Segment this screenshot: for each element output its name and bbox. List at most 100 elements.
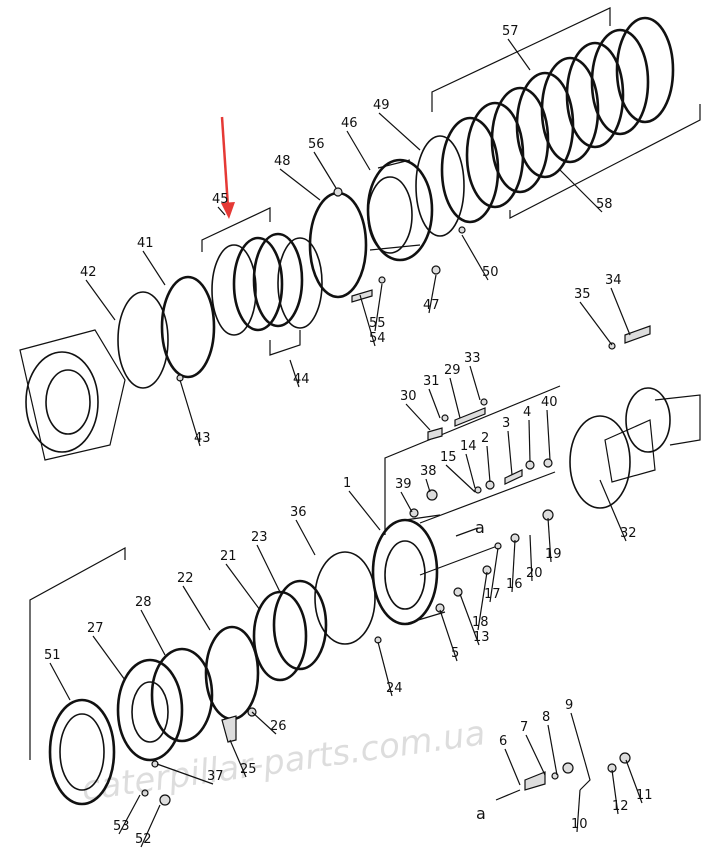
connector-label-a: a: [476, 804, 486, 823]
part-label-3: 3: [502, 416, 510, 431]
part-label-26: 26: [270, 719, 287, 734]
leader-line: [459, 593, 480, 646]
gear-ring-51: [29, 546, 126, 806]
part-label-27: 27: [87, 621, 104, 636]
part-label-16: 16: [506, 577, 523, 592]
part-label-48: 48: [274, 154, 291, 169]
leader-line: [313, 151, 337, 189]
part-label-44: 44: [293, 372, 310, 387]
part-label-51: 51: [44, 648, 61, 663]
part-label-8: 8: [542, 710, 550, 725]
housing-1: [371, 385, 561, 626]
part-label-29: 29: [444, 363, 461, 378]
part-label-21: 21: [220, 549, 237, 564]
shaft-flange-right: [604, 387, 701, 483]
part-label-13: 13: [473, 630, 490, 645]
ring-22: [204, 625, 260, 721]
leader-line: [579, 301, 613, 346]
housing-left: [19, 329, 126, 461]
leader-line: [289, 359, 300, 388]
leader-line: [507, 430, 513, 476]
leader-line: [525, 734, 546, 776]
leader-line: [528, 419, 531, 463]
part-label-33: 33: [464, 351, 481, 366]
part-label-23: 23: [251, 530, 268, 545]
leader-line: [346, 130, 371, 171]
part-label-41: 41: [137, 236, 154, 251]
part-label-9: 9: [565, 698, 573, 713]
leader-line: [559, 169, 603, 213]
part-label-20: 20: [526, 566, 543, 581]
part-label-24: 24: [386, 681, 403, 696]
leader-line: [85, 279, 116, 321]
part-label-36: 36: [290, 505, 307, 520]
leader-line: [229, 739, 247, 778]
part-label-30: 30: [400, 389, 417, 404]
leader-line: [428, 274, 437, 314]
part-label-25: 25: [240, 762, 257, 777]
part-label-32: 32: [620, 526, 637, 541]
part-label-58: 58: [596, 197, 613, 212]
leader-line: [546, 409, 551, 461]
part-label-4: 4: [523, 405, 531, 420]
part-label-6: 6: [499, 734, 507, 749]
leader-line: [576, 789, 581, 833]
leader-line: [547, 724, 558, 776]
seal-ring-42: [117, 291, 169, 389]
part-label-38: 38: [420, 464, 437, 479]
part-label-49: 49: [373, 98, 390, 113]
part-label-42: 42: [80, 265, 97, 280]
connector-label-a: a: [475, 518, 485, 537]
leader-line: [439, 609, 458, 662]
leader-line: [428, 388, 441, 419]
part-label-15: 15: [440, 450, 457, 465]
part-label-14: 14: [460, 439, 477, 454]
part-label-10: 10: [571, 817, 588, 832]
part-label-54: 54: [369, 331, 386, 346]
part-label-31: 31: [423, 374, 440, 389]
highlight-arrow-shaft: [220, 116, 230, 208]
leader-line: [295, 519, 316, 556]
leader-line: [251, 711, 277, 735]
part-label-52: 52: [135, 832, 152, 847]
part-label-43: 43: [194, 431, 211, 446]
part-label-35: 35: [574, 287, 591, 302]
part-drawings: [19, 7, 701, 806]
part-label-22: 22: [177, 571, 194, 586]
leader-line: [225, 563, 261, 611]
leader-line: [570, 712, 586, 763]
leader-line: [477, 571, 488, 631]
leader-line: [182, 585, 211, 631]
part-label-12: 12: [612, 799, 629, 814]
part-label-50: 50: [482, 265, 499, 280]
highlight-arrow-head: [221, 202, 235, 219]
leader-line: [49, 662, 71, 701]
part-label-28: 28: [135, 595, 152, 610]
seal-ring-49: [415, 135, 465, 237]
leader-line: [279, 168, 321, 201]
leader-line: [400, 491, 413, 513]
leader-line: [599, 479, 627, 542]
seal-group-45: [201, 207, 323, 356]
part-label-1: 1: [343, 476, 351, 491]
leader-line: [348, 490, 381, 531]
part-label-55: 55: [369, 316, 386, 331]
part-label-46: 46: [341, 116, 358, 131]
leader-line: [511, 539, 516, 593]
part-label-37: 37: [207, 769, 224, 784]
leader-line: [425, 478, 431, 493]
part-labels: 5749465648454142585047555444433435332931…: [44, 24, 653, 848]
leader-line: [256, 544, 281, 593]
part-label-5: 5: [451, 646, 459, 661]
piston-46: [366, 158, 434, 262]
leader-line: [377, 641, 393, 697]
part-label-40: 40: [541, 395, 558, 410]
part-label-47: 47: [423, 298, 440, 313]
leader-line: [142, 250, 166, 286]
leader-line: [92, 635, 126, 681]
leader-line: [118, 794, 141, 835]
leader-line: [405, 403, 431, 431]
leader-line: [486, 445, 491, 483]
